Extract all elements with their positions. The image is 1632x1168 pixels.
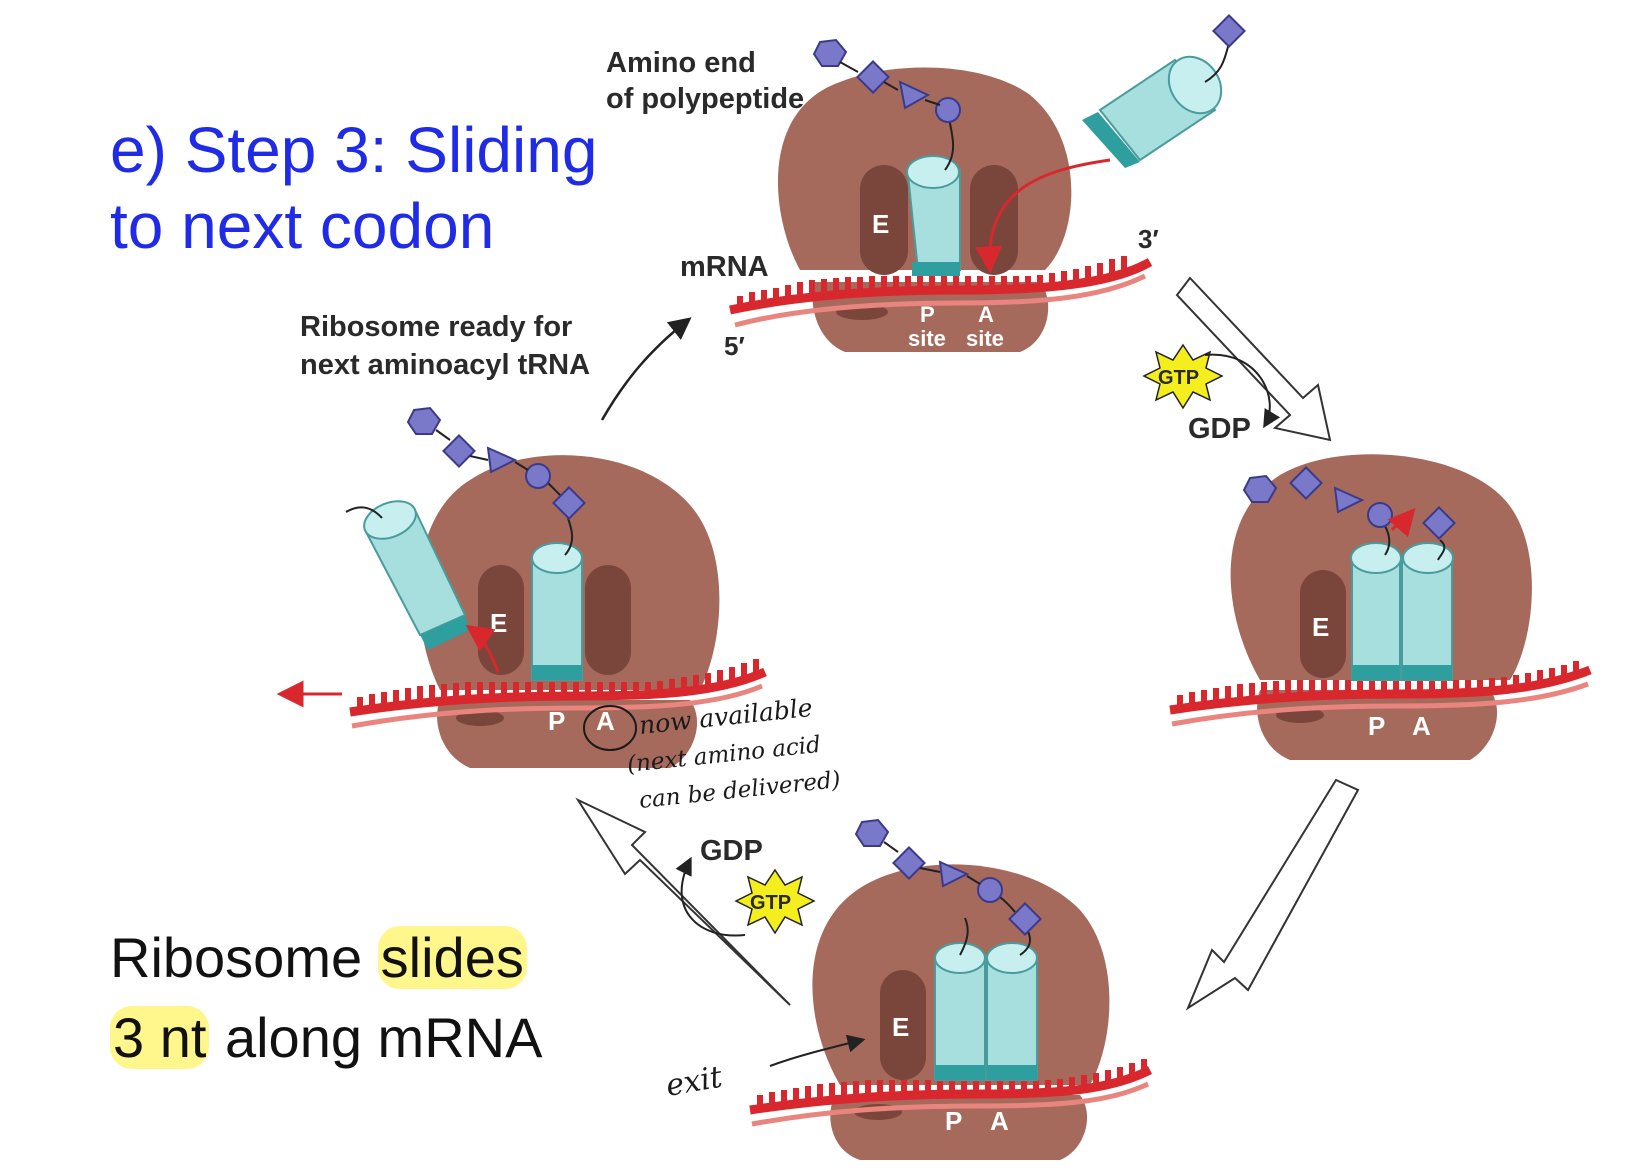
summary-line-2: 3 nt along mRNA bbox=[110, 998, 542, 1078]
a-site-channel bbox=[585, 565, 631, 675]
polypeptide-right bbox=[1242, 466, 1456, 561]
ribosome-right: E P A bbox=[1169, 454, 1592, 760]
trna-a-site bbox=[986, 942, 1038, 1081]
e-site-label: E bbox=[1312, 612, 1329, 642]
mrna-bases bbox=[357, 659, 759, 710]
gtp-label-top: GTP bbox=[1158, 367, 1199, 389]
p-site-word: site bbox=[908, 326, 946, 351]
summary-line-1-text: Ribosome bbox=[110, 926, 378, 989]
mrna-bases bbox=[757, 1059, 1147, 1108]
ready-label-line1: Ribosome ready for bbox=[300, 311, 572, 343]
exit-annotation: exit bbox=[663, 1059, 725, 1103]
mrna-strand bbox=[1169, 665, 1592, 715]
slide-title: e) Step 3: Sliding to next codon bbox=[110, 112, 597, 264]
title-line-2: to next codon bbox=[110, 190, 495, 262]
mrna-label: mRNA bbox=[680, 251, 769, 283]
e-site-label: E bbox=[892, 1012, 909, 1042]
trna-p-site bbox=[531, 542, 583, 681]
ready-label-line2: next aminoacyl tRNA bbox=[300, 349, 590, 381]
note-line1: now available bbox=[638, 693, 814, 740]
summary-text: Ribosome slides 3 nt along mRNA bbox=[110, 918, 542, 1078]
arrow-top-to-right bbox=[1175, 276, 1332, 442]
e-site-label: E bbox=[872, 209, 889, 239]
mrna-bases bbox=[1177, 661, 1579, 708]
incoming-aminoacyl-trna bbox=[975, 14, 1246, 274]
summary-line-2-text: along mRNA bbox=[209, 1006, 543, 1069]
p-site-letter: P bbox=[920, 302, 935, 327]
small-subunit bbox=[812, 282, 1049, 352]
gdp-label-bottom: GDP bbox=[700, 835, 763, 867]
a-label: A bbox=[990, 1106, 1009, 1136]
ribosome-bottom: E P A bbox=[749, 818, 1153, 1160]
mrna-strand bbox=[749, 1065, 1153, 1115]
circle-around-a bbox=[583, 705, 637, 751]
arrow-left-to-top bbox=[600, 317, 692, 421]
gdp-label-top: GDP bbox=[1188, 413, 1251, 445]
polypeptide-bottom bbox=[854, 818, 1042, 956]
ribosome-top: E P A bbox=[729, 14, 1246, 352]
mrna-backbone-pink bbox=[751, 1081, 1150, 1127]
e-site-label: E bbox=[490, 608, 507, 638]
five-prime-label: 5′ bbox=[724, 331, 745, 361]
mrna-strand bbox=[729, 258, 1153, 315]
exit-arrow bbox=[769, 1034, 866, 1067]
trna-a-site bbox=[1401, 542, 1454, 681]
mrna-strand bbox=[349, 667, 767, 717]
highlight-slides: slides bbox=[377, 926, 527, 989]
trna-exiting bbox=[345, 500, 500, 673]
e-site-channel bbox=[880, 970, 926, 1080]
gtp-burst-bottom: GTP bbox=[675, 856, 816, 937]
arrow-right-to-bottom bbox=[1185, 778, 1360, 1011]
title-line-1: e) Step 3: Sliding bbox=[110, 114, 598, 186]
mrna-backbone-pink bbox=[351, 683, 763, 729]
three-prime-label: 3′ bbox=[1138, 224, 1159, 254]
a-label: A bbox=[596, 706, 615, 736]
highlight-3nt: 3 nt bbox=[110, 1006, 210, 1069]
mrna-bases bbox=[737, 256, 1127, 308]
amino-end-label-line2: of polypeptide bbox=[606, 83, 804, 115]
gtp-burst-top: GTP bbox=[1142, 343, 1281, 429]
p-label: P bbox=[548, 706, 565, 736]
e-site-channel bbox=[860, 165, 908, 275]
gtp-label-bottom: GTP bbox=[750, 892, 791, 914]
e-site-channel bbox=[1300, 570, 1346, 678]
mrna-backbone-pink bbox=[734, 273, 1147, 328]
trna-p-site bbox=[934, 942, 986, 1081]
p-label: P bbox=[1368, 711, 1385, 741]
a-site-letter: A bbox=[978, 302, 994, 327]
ribosome-left: E P A bbox=[276, 406, 767, 768]
p-label: P bbox=[945, 1106, 962, 1136]
amino-end-label-line1: Amino end bbox=[606, 47, 756, 79]
a-site-channel bbox=[970, 165, 1018, 275]
a-site-word: site bbox=[966, 326, 1004, 351]
trna-p-site bbox=[906, 155, 961, 276]
mrna-backbone-pink bbox=[1171, 681, 1589, 727]
polypeptide-top bbox=[812, 38, 961, 171]
a-label: A bbox=[1412, 711, 1431, 741]
trna-p-site bbox=[1350, 542, 1402, 681]
note-line3: can be delivered) bbox=[638, 767, 842, 814]
polypeptide-left bbox=[406, 406, 586, 556]
summary-line-1: Ribosome slides bbox=[110, 918, 542, 998]
